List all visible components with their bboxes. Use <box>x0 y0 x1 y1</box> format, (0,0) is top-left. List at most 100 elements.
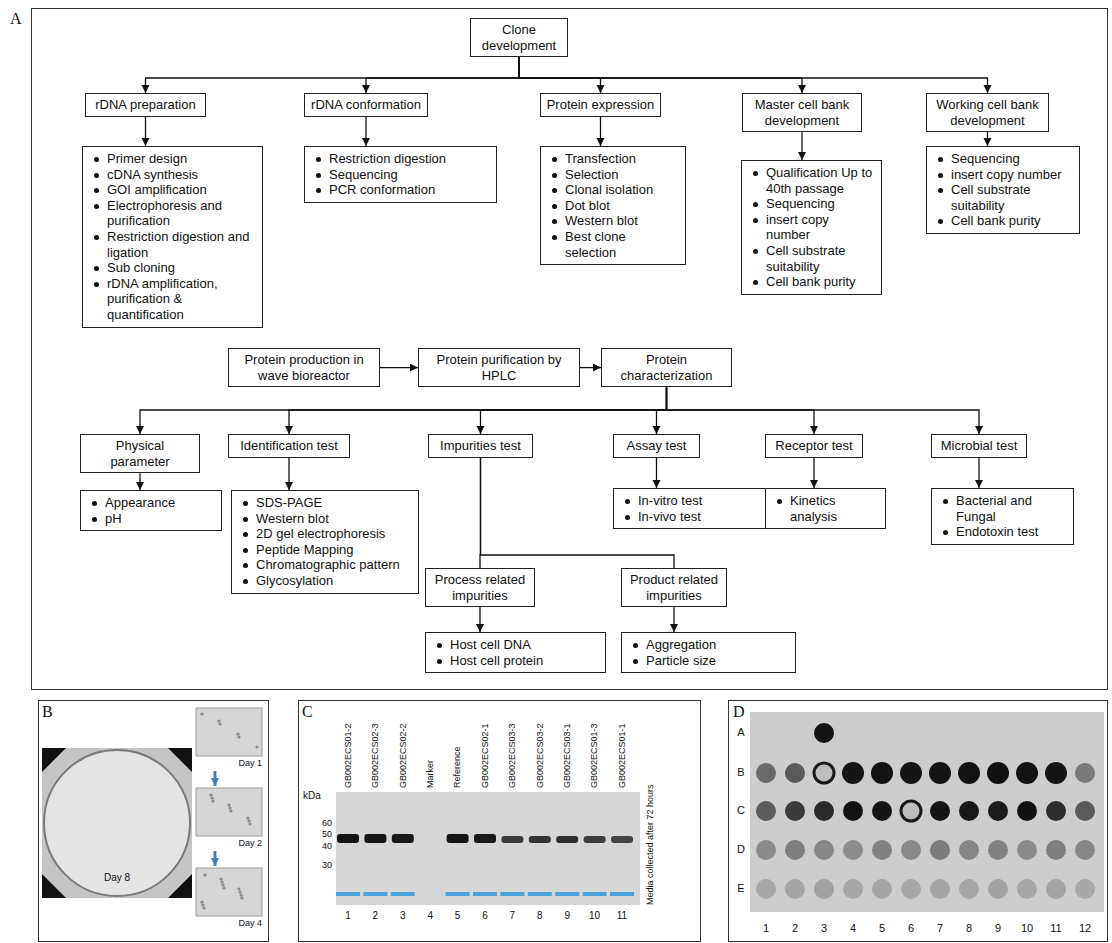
process-box: Identification test <box>228 434 350 458</box>
list-item: Host cell protein <box>434 653 599 669</box>
process-box: Product related impurities <box>621 568 727 607</box>
dye-front <box>473 892 497 896</box>
cell-dot <box>203 873 206 876</box>
cell-dot <box>247 819 250 822</box>
column-number: 2 <box>792 922 798 935</box>
column-number: 6 <box>908 922 914 935</box>
list-item: Clonal isolation <box>549 182 679 198</box>
list-item: insert copy number <box>750 212 875 243</box>
column-number: 11 <box>1050 922 1061 935</box>
list-item: Appearance <box>89 495 215 511</box>
box-label: Impurities test <box>434 438 527 454</box>
dot-blot-spots <box>756 723 1095 899</box>
process-box: Protein purification by HPLC <box>418 348 580 387</box>
process-box: Protein characterization <box>601 348 732 387</box>
flow-connector <box>801 132 802 160</box>
flow-connector <box>656 458 657 488</box>
bullet-list-box: TransfectionSelectionClonal isolationDot… <box>540 146 686 265</box>
panel-letter: D <box>733 703 745 721</box>
lane-number: 10 <box>589 910 600 922</box>
blot-dot <box>756 879 776 899</box>
blot-dot <box>785 801 805 821</box>
process-box: Protein production in wave bioreactor <box>228 348 380 387</box>
lane-number: 3 <box>400 910 406 922</box>
marker-size: 30 <box>322 860 332 870</box>
list-item: Cell bank purity <box>750 274 875 290</box>
blot-dot <box>1046 879 1066 899</box>
list-item: Particle size <box>630 653 789 669</box>
box-label: Receptor test <box>771 438 857 454</box>
process-box: Clone development <box>470 18 568 57</box>
lane-number: 1 <box>345 910 351 922</box>
list-item: Endotoxin test <box>940 524 1067 540</box>
lane-number: 2 <box>373 910 379 922</box>
cell-dot <box>248 822 251 825</box>
flow-connector <box>289 387 667 434</box>
bullet-list-box: In-vitro testIn-vivo test <box>613 488 768 529</box>
time-arrow <box>214 851 217 866</box>
day-label: Day 2 <box>238 838 262 848</box>
lane-number: 7 <box>510 910 516 922</box>
column-number: 10 <box>1021 922 1033 935</box>
blot-dot <box>1017 801 1037 821</box>
list-item: Western blot <box>240 511 412 527</box>
flow-connector <box>140 387 667 434</box>
dye-front <box>583 892 607 896</box>
list-item: Sub cloning <box>91 260 256 276</box>
process-box: rDNA conformation <box>304 93 428 117</box>
protein-band <box>529 836 551 843</box>
bullet-list-box: Sequencinginsert copy numberCell substra… <box>926 146 1080 234</box>
lane-number: 4 <box>427 910 433 922</box>
blot-dot <box>988 840 1008 860</box>
lane-number: 8 <box>537 910 543 922</box>
cell-dot <box>220 880 223 883</box>
protein-band <box>584 836 606 843</box>
bullet-list-box: AppearancepH <box>80 490 222 531</box>
lane-number: 6 <box>482 910 488 922</box>
flow-connector <box>365 117 366 146</box>
process-box: rDNA preparation <box>85 93 206 117</box>
dot-blot-membrane <box>750 712 1104 912</box>
side-note: Media collected after 72 hours <box>645 784 655 905</box>
bullet-list-box: Restriction digestionSequencingPCR confo… <box>304 146 497 203</box>
blot-dot <box>842 762 864 784</box>
cell-dot <box>200 900 203 903</box>
blot-dot <box>930 879 950 899</box>
cell-dot <box>237 887 240 890</box>
blot-dot <box>843 801 863 821</box>
dye-front <box>391 892 415 896</box>
blot-dot <box>843 879 863 899</box>
list-item: SDS-PAGE <box>240 495 412 511</box>
flow-connector <box>519 57 601 93</box>
blot-bands <box>336 834 634 896</box>
list-item: Cell bank purity <box>935 213 1073 229</box>
box-label: Protein purification by HPLC <box>424 352 574 383</box>
cell-dot <box>236 732 239 735</box>
blot-dot <box>756 801 776 821</box>
list-item: 2D gel electrophoresis <box>240 526 412 542</box>
image-corner <box>168 874 192 898</box>
cell-dot <box>217 719 220 722</box>
column-number: 7 <box>937 922 943 935</box>
blot-dot <box>814 879 834 899</box>
process-box: Protein expression <box>540 93 661 117</box>
process-box: Process related impurities <box>425 568 535 607</box>
bullet-list-box: Primer designcDNA synthesisGOI amplifica… <box>82 146 263 328</box>
blot-dot <box>1016 762 1038 784</box>
blot-dot <box>1017 879 1037 899</box>
list-item: pH <box>89 511 215 527</box>
cell-dot <box>202 906 205 909</box>
lane-label: Marker <box>425 760 435 788</box>
cell-dot <box>201 903 204 906</box>
blot-dot <box>987 762 1009 784</box>
list-item: Transfection <box>549 151 679 167</box>
bullet-list-box: SDS-PAGEWestern blot2D gel electrophores… <box>231 490 419 594</box>
column-number: 1 <box>763 922 769 935</box>
flow-connector <box>519 57 988 93</box>
column-number: 8 <box>966 922 972 935</box>
protein-band <box>392 834 414 843</box>
blot-dot <box>959 879 979 899</box>
list-item: Glycosylation <box>240 573 412 589</box>
dye-front <box>555 892 579 896</box>
blot-dot <box>756 763 776 783</box>
